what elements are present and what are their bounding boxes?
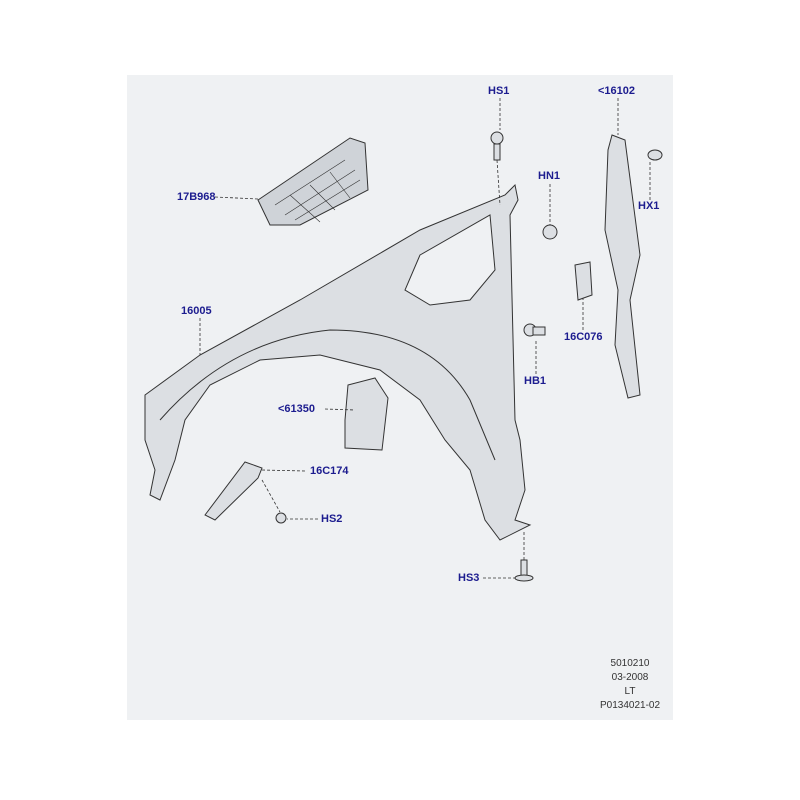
illustration-date: 03-2008 xyxy=(611,672,649,683)
illustration-code: LT xyxy=(624,686,636,697)
seal-strip-part xyxy=(604,134,641,399)
callout-hn1[interactable]: HN1 xyxy=(538,170,561,182)
callout-16c174[interactable]: 16C174 xyxy=(310,465,349,477)
callout-16005[interactable]: 16005 xyxy=(181,305,212,317)
illustration-ref: P0134021-02 xyxy=(599,700,661,711)
support-bracket-part xyxy=(204,461,263,521)
callout-hs3[interactable]: HS3 xyxy=(458,572,480,584)
callout-hx1[interactable]: HX1 xyxy=(638,200,660,212)
callout-16102[interactable]: <16102 xyxy=(598,85,636,97)
splash-shield-part xyxy=(344,377,389,451)
callout-hs1[interactable]: HS1 xyxy=(488,85,510,97)
callout-17b968[interactable]: 17B968 xyxy=(177,191,216,203)
vent-grille-part xyxy=(257,137,369,226)
bracket-part xyxy=(574,261,593,301)
callout-hs2[interactable]: HS2 xyxy=(321,513,343,525)
diagram-panel xyxy=(127,75,673,720)
callout-16c076[interactable]: 16C076 xyxy=(564,331,603,343)
callout-61350[interactable]: <61350 xyxy=(278,403,316,415)
illustration-number: 5010210 xyxy=(610,658,650,669)
callout-hb1[interactable]: HB1 xyxy=(524,375,547,387)
